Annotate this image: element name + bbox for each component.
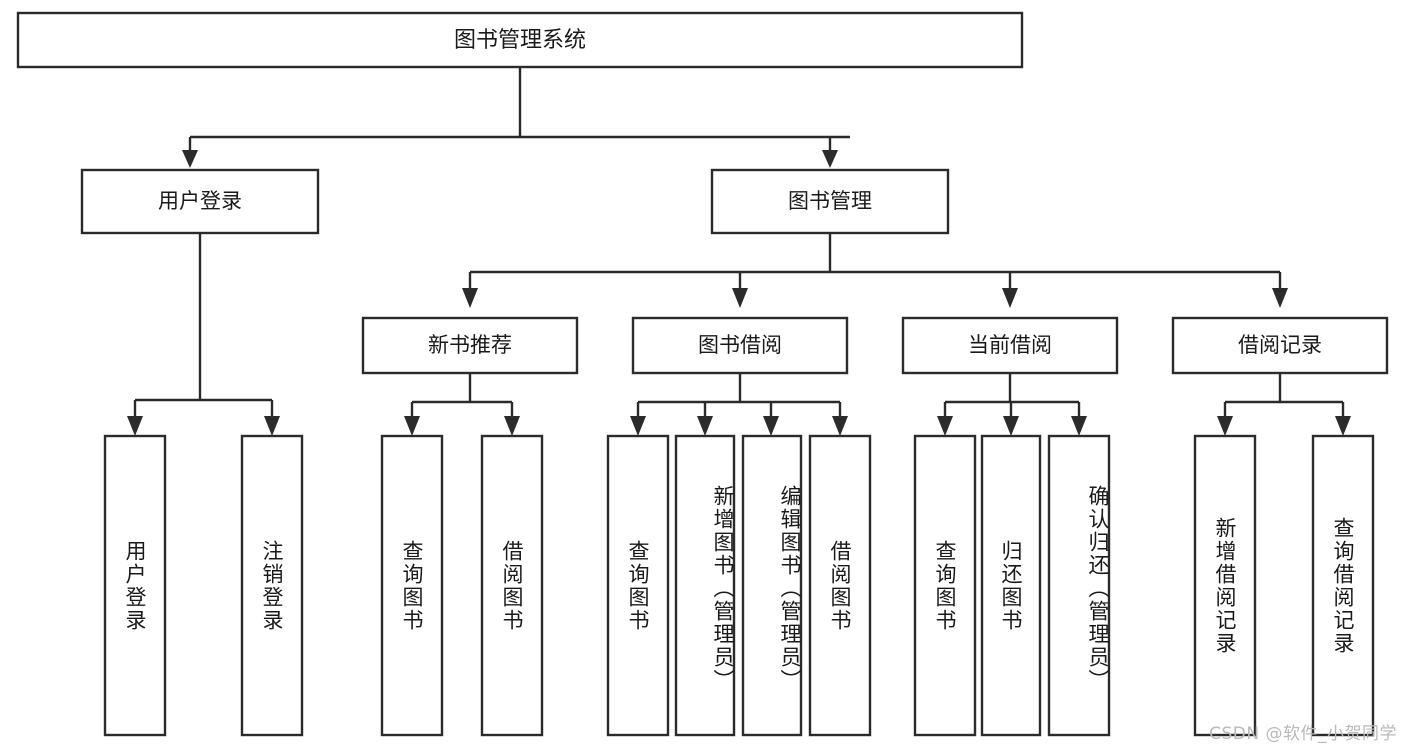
leaf-boxes (103, 434, 1375, 737)
connector-bookmanage-to-level3 (462, 233, 1288, 308)
node-book-borrow-label: 图书借阅 (698, 333, 782, 357)
leaf-box-return-book[interactable] (980, 434, 1042, 737)
connector-newbook-to-leaves (404, 373, 520, 436)
node-user-login[interactable]: 用户登录 (80, 168, 320, 235)
leaf-box-confirm-return[interactable] (1047, 434, 1111, 737)
connector-currentborrow-to-leaves (937, 373, 1087, 436)
leaf-box-query-book-3[interactable] (913, 434, 977, 737)
node-borrow-record-label: 借阅记录 (1238, 333, 1322, 357)
node-new-book-rec[interactable]: 新书推荐 (361, 316, 579, 375)
leaf-box-query-record[interactable] (1311, 434, 1375, 737)
node-book-borrow[interactable]: 图书借阅 (631, 316, 849, 375)
csdn-watermark: CSDN @软件_小贺同学 (1209, 724, 1397, 744)
leaf-box-edit-book[interactable] (741, 434, 803, 737)
leaf-box-logout[interactable] (240, 434, 304, 737)
leaf-box-borrow-book-1[interactable] (480, 434, 544, 737)
connector-userlogin-to-leaves (127, 233, 280, 436)
connector-root-to-level2 (182, 67, 850, 168)
node-book-manage-label: 图书管理 (788, 189, 872, 213)
leaf-box-query-book-1[interactable] (380, 434, 444, 737)
leaf-box-query-book-2[interactable] (606, 434, 670, 737)
connector-bookborrow-to-leaves (630, 373, 848, 436)
node-borrow-record[interactable]: 借阅记录 (1171, 316, 1389, 375)
leaf-box-borrow-book-2[interactable] (808, 434, 872, 737)
connector-borrowrecord-to-leaves (1217, 373, 1351, 436)
node-current-borrow-label: 当前借阅 (968, 333, 1052, 357)
node-book-manage[interactable]: 图书管理 (710, 168, 950, 235)
leaf-box-add-record[interactable] (1193, 434, 1257, 737)
node-current-borrow[interactable]: 当前借阅 (901, 316, 1119, 375)
node-root-label: 图书管理系统 (454, 28, 586, 53)
leaf-box-add-book[interactable] (674, 434, 736, 737)
node-new-book-rec-label: 新书推荐 (428, 333, 512, 357)
node-user-login-label: 用户登录 (158, 189, 242, 213)
node-root[interactable]: 图书管理系统 (16, 11, 1024, 69)
leaf-box-user-login[interactable] (103, 434, 167, 737)
